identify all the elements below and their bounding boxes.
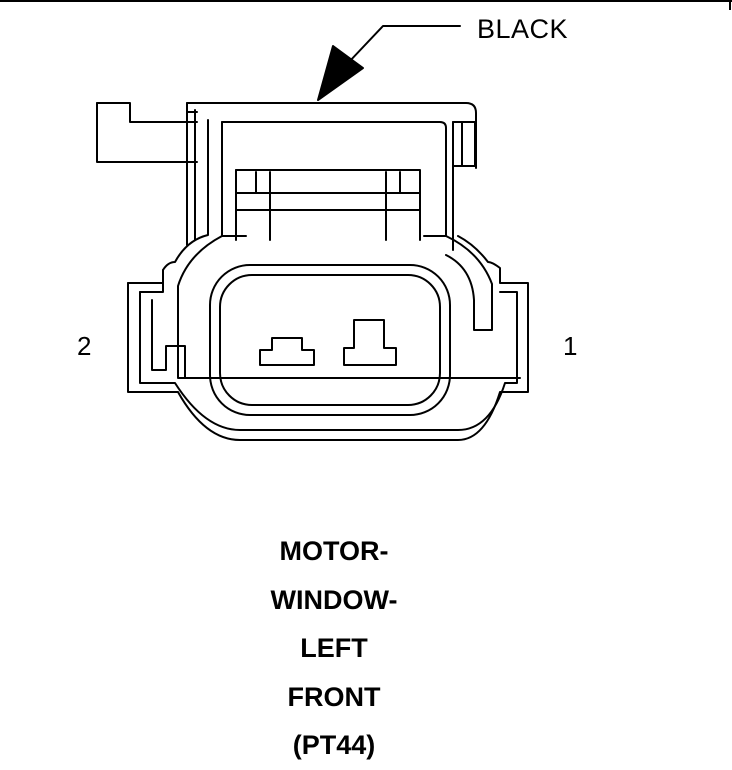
top-border-line: [0, 0, 732, 2]
connector-title: MOTOR- WINDOW- LEFT FRONT (PT44): [0, 527, 668, 770]
latch-tab: [96, 102, 198, 163]
terminal-cavity: [209, 264, 451, 416]
lock-ribs: [452, 121, 476, 251]
title-line-3: LEFT: [300, 633, 368, 663]
wire-color-leader: [317, 25, 461, 101]
right-border-tick: [729, 0, 731, 10]
terminal-pin-1: [343, 319, 397, 366]
title-line-1: MOTOR-: [279, 536, 389, 566]
wire-color-label: BLACK: [477, 14, 569, 44]
pin-label-1: 1: [563, 331, 578, 361]
terminal-retainer: [235, 169, 421, 241]
inner-hood: [139, 121, 521, 431]
terminal-pin-2: [259, 337, 315, 366]
title-line-2: WINDOW-: [270, 584, 398, 615]
title-line-4: FRONT: [287, 681, 381, 712]
connector-outer-shell: [127, 102, 529, 441]
title-line-5: (PT44): [292, 730, 376, 760]
pin-label-2: 2: [77, 331, 92, 361]
